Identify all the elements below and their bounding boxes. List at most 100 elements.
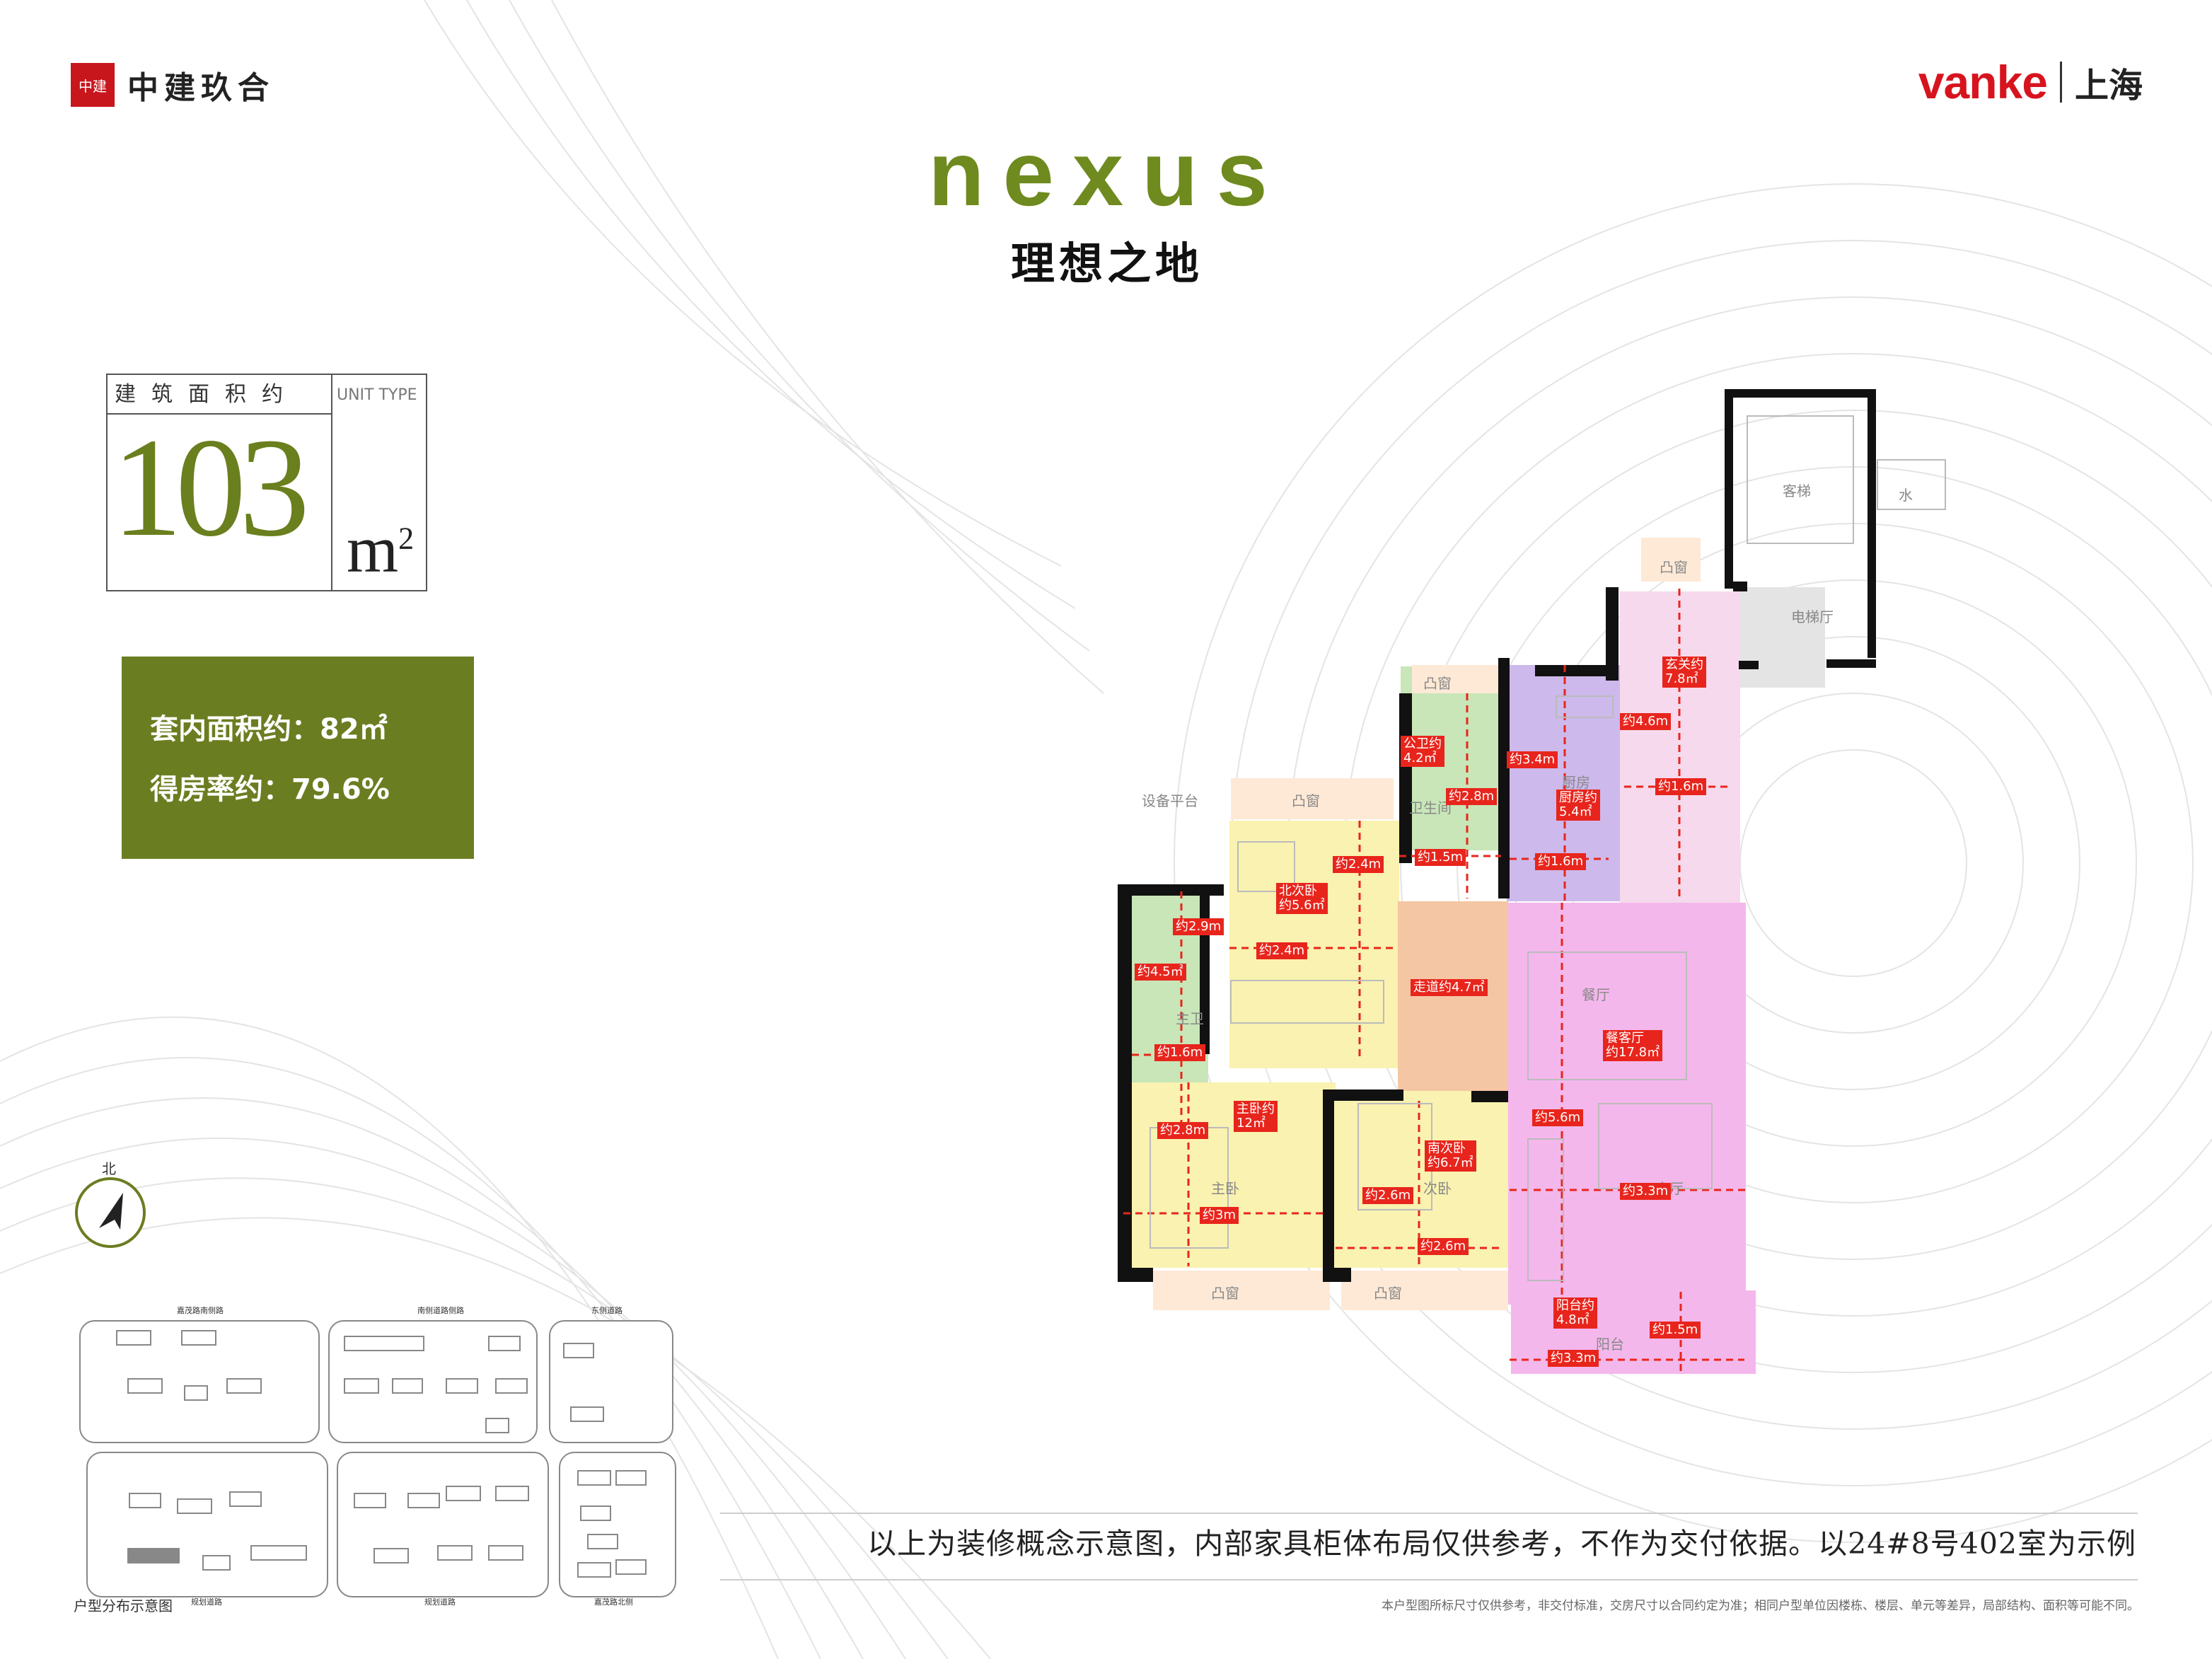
label-master-bedroom-length: 约2.8m	[1157, 1122, 1209, 1139]
label-living-length: 约5.6m	[1532, 1109, 1584, 1126]
room-master-bath: 主卫	[1176, 1010, 1204, 1027]
building	[129, 1493, 161, 1508]
road-label: 规划道路	[424, 1597, 456, 1607]
road-label: 嘉茂路北侧	[594, 1597, 633, 1607]
building	[226, 1378, 262, 1394]
north-compass: 北	[74, 1157, 147, 1249]
label-north-bedroom-width: 约2.4m	[1256, 942, 1308, 959]
siteplan-caption: 户型分布示意图	[74, 1597, 173, 1614]
label-balcony-length: 约1.5m	[1650, 1322, 1701, 1339]
label-kitchen-width: 约1.6m	[1535, 853, 1587, 870]
building	[437, 1545, 473, 1561]
vanke-brand: vanke	[1918, 56, 2048, 108]
label-kitchen-area: 厨房约 5.4㎡	[1556, 790, 1600, 821]
room-kitchen: 厨房	[1562, 774, 1590, 791]
area-label: 建筑面积约	[108, 375, 332, 415]
label-foyer-width: 约1.6m	[1655, 778, 1707, 795]
road-label: 南侧道路侧路	[417, 1306, 464, 1315]
site-plan: 嘉茂路南侧路 南侧道路侧路 东侧道路 规划道路 规划道路 嘉茂路北侧	[71, 1300, 679, 1616]
building	[563, 1343, 594, 1358]
label-foyer-area: 玄关约 7.8㎡	[1662, 657, 1706, 688]
building	[488, 1336, 521, 1351]
building	[344, 1378, 379, 1394]
room-window: 凸窗	[1211, 1285, 1239, 1302]
building	[392, 1378, 423, 1394]
building	[354, 1493, 386, 1508]
building	[184, 1385, 208, 1401]
site-block	[86, 1452, 328, 1597]
label-public-bath-length: 约2.8m	[1446, 788, 1498, 805]
room-window: 凸窗	[1660, 559, 1688, 576]
unit-type-label: UNIT TYPE	[337, 386, 417, 404]
inner-area: 套内面积约：82㎡	[150, 713, 388, 746]
label-balcony-area: 阳台约 4.8㎡	[1553, 1297, 1597, 1329]
building-highlight	[127, 1548, 180, 1563]
road-label: 规划道路	[191, 1597, 222, 1607]
site-block	[337, 1452, 549, 1597]
building	[202, 1555, 231, 1571]
area-unit: m2	[347, 513, 415, 586]
room-balcony: 阳台	[1596, 1336, 1624, 1353]
label-south-bedroom-length: 约2.6m	[1362, 1187, 1414, 1204]
building	[374, 1548, 409, 1563]
label-master-bedroom-area: 主卧约 12㎡	[1234, 1101, 1278, 1132]
room-elevator: 客梯	[1783, 482, 1811, 499]
room-bath: 卫生间	[1409, 799, 1452, 816]
building	[177, 1498, 212, 1514]
building	[570, 1406, 604, 1422]
label-public-bath-area: 公卫约 4.2㎡	[1401, 736, 1444, 767]
building	[446, 1486, 481, 1501]
building	[250, 1545, 307, 1561]
building	[495, 1378, 528, 1394]
room-master-bed: 主卧	[1211, 1180, 1239, 1197]
label-master-bath-area: 约4.5㎡	[1135, 964, 1186, 981]
building	[615, 1559, 647, 1575]
building	[488, 1545, 523, 1561]
footer-divider	[720, 1579, 2138, 1580]
corridor-fill	[1398, 901, 1508, 1091]
master-bedroom-fill	[1118, 1082, 1336, 1268]
compass-icon	[75, 1177, 146, 1248]
north-window-fill	[1231, 778, 1394, 819]
room-equipment: 设备平台	[1142, 792, 1198, 809]
road-label: 嘉茂路南侧路	[177, 1306, 224, 1315]
label-south-bedroom-width: 约2.6m	[1418, 1238, 1469, 1255]
building	[577, 1470, 611, 1486]
vanke-city: 上海	[2074, 66, 2143, 105]
elevator-hall-fill	[1740, 587, 1825, 688]
label-master-bath-width: 约1.6m	[1154, 1044, 1206, 1061]
building	[127, 1378, 163, 1394]
label-north-bedroom-area: 北次卧 约5.6㎡	[1276, 883, 1328, 914]
building	[344, 1336, 424, 1351]
efficiency-rate: 得房率约：79.6%	[150, 773, 390, 806]
room-window: 凸窗	[1374, 1285, 1402, 1302]
stats-box: 套内面积约：82㎡ 得房率约：79.6%	[122, 657, 474, 859]
vanke-logo: vanke 上海	[1918, 55, 2143, 109]
south-window2-fill	[1341, 1271, 1508, 1310]
building	[229, 1491, 262, 1507]
label-foyer-length: 约4.6m	[1620, 713, 1672, 730]
label-corridor-area: 走道约4.7㎡	[1411, 979, 1488, 996]
building	[407, 1493, 440, 1508]
label-master-bedroom-width: 约3m	[1200, 1207, 1239, 1224]
footer-divider	[720, 1513, 2138, 1514]
building	[580, 1505, 611, 1521]
label-living-width: 约3.3m	[1620, 1183, 1672, 1200]
room-elevator-hall: 电梯厅	[1791, 608, 1834, 625]
china-construction-logo: 中建 中建玖合	[71, 62, 274, 108]
south-window-fill	[1153, 1271, 1330, 1310]
label-master-bath-length: 约2.9m	[1173, 918, 1224, 935]
area-box: 建筑面积约 UNIT TYPE 103 m2	[106, 374, 427, 591]
window-fill	[1412, 665, 1498, 693]
disclaimer: 以上为装修概念示意图，内部家具柜体布局仅供参考，不作为交付依据。以24#8号40…	[867, 1527, 2136, 1561]
project-tagline: 理想之地	[1010, 238, 1203, 289]
building	[577, 1562, 611, 1578]
label-public-bath-width: 约1.5m	[1415, 849, 1466, 866]
building	[116, 1330, 151, 1346]
room-window: 凸窗	[1292, 792, 1320, 809]
label-south-bedroom-area: 南次卧 约6.7㎡	[1425, 1140, 1476, 1172]
building	[495, 1486, 529, 1501]
logo-text: 中建玖合	[127, 70, 274, 106]
label-kitchen-length: 约3.4m	[1507, 751, 1558, 768]
